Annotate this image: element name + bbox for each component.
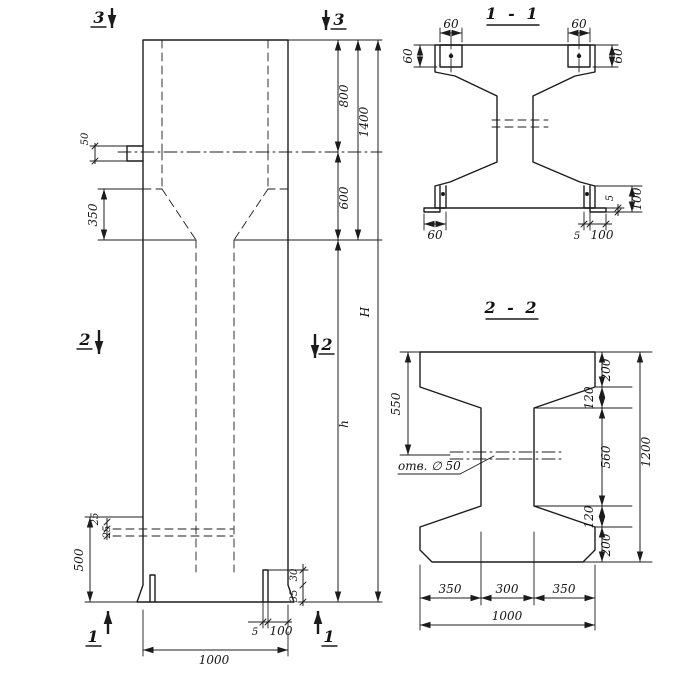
dim-100-bottom: 100: [270, 624, 293, 638]
dim-350-left: 350: [439, 582, 462, 596]
dim-5-bottom-right: 5: [574, 231, 580, 242]
dim-60-top-right-width: 60: [571, 17, 587, 31]
dim-800: 800: [337, 84, 351, 107]
dim-60-top-left-height: 60: [401, 48, 415, 64]
column-outline: [136, 39, 295, 603]
dim-200-top: 200: [599, 358, 613, 382]
dim-300-middle: 300: [496, 582, 519, 596]
dim-100-right: 100: [630, 187, 644, 210]
section-1-1-extension-lines: [413, 27, 643, 231]
dim-350: 350: [86, 203, 100, 226]
dim-120-top: 120: [582, 386, 596, 409]
dim-600: 600: [337, 186, 351, 209]
section-2-2-dimension-lines: [404, 352, 644, 629]
dim-60-top-right-height: 60: [611, 48, 625, 64]
cut-marker-2-left: 2: [78, 330, 90, 349]
hole-label: отв. ∅ 50: [398, 459, 461, 473]
dim-1200: 1200: [639, 436, 653, 467]
dim-120-bottom: 120: [582, 505, 596, 528]
anchor-hook-left: [149, 574, 156, 603]
cut-marker-2-right: 2: [320, 335, 332, 354]
cut-marker-1-left: 1: [87, 627, 98, 646]
dim-25b: 25: [102, 526, 113, 540]
dim-550: 550: [389, 392, 403, 415]
cut-marker-3-left: 3: [93, 8, 104, 27]
dim-60-top-left-width: 60: [443, 17, 459, 31]
dim-30: 30: [289, 568, 300, 581]
column-hidden-edges: [112, 39, 383, 573]
section-2-2-title: 2 - 2: [483, 298, 539, 317]
dim-5-bottom: 5: [252, 627, 258, 638]
dim-h: h: [337, 420, 351, 428]
cut-marker-3-right: 3: [333, 10, 344, 29]
dim-1400: 1400: [357, 106, 371, 137]
dim-1000-overall: 1000: [492, 609, 523, 623]
section-cut-markers: 3 3 2 2 1 1: [76, 8, 347, 647]
elevation-dimension-lines: [86, 40, 382, 654]
section-1-1-dimension-lines: [416, 29, 636, 228]
cut-marker-1-right: 1: [323, 627, 334, 646]
section-2-2-hole: отв. ∅ 50: [397, 451, 566, 475]
dim-H: H: [358, 306, 372, 318]
section-2-2-view: 2 - 2 отв. ∅ 50: [389, 298, 653, 631]
dim-60-bottom-left: 60: [427, 228, 443, 242]
section-2-2-outline: [419, 351, 596, 563]
dim-560: 560: [599, 445, 613, 468]
anchor-hook-right: [262, 569, 269, 603]
dim-1000-bottom: 1000: [199, 653, 230, 667]
dim-35: 35: [289, 590, 300, 603]
column-console: [126, 145, 144, 162]
dim-50: 50: [80, 132, 91, 145]
elevation-extension-lines: [84, 39, 383, 657]
dim-5-right: 5: [605, 195, 616, 201]
section-1-1-outline: [434, 44, 596, 209]
dim-200-bottom: 200: [599, 533, 613, 557]
dim-25a: 25: [90, 513, 101, 527]
dim-500: 500: [72, 548, 86, 571]
dim-100-bottom-right: 100: [591, 228, 614, 242]
elevation-view: 800 600 1400 h H 50 350 500 25 25 30 35 …: [72, 8, 383, 667]
section-1-1-embeds: [423, 35, 607, 213]
dim-350-right: 350: [553, 582, 576, 596]
section-1-1-view: 1 - 1: [401, 4, 644, 242]
section-1-1-title: 1 - 1: [485, 4, 540, 23]
